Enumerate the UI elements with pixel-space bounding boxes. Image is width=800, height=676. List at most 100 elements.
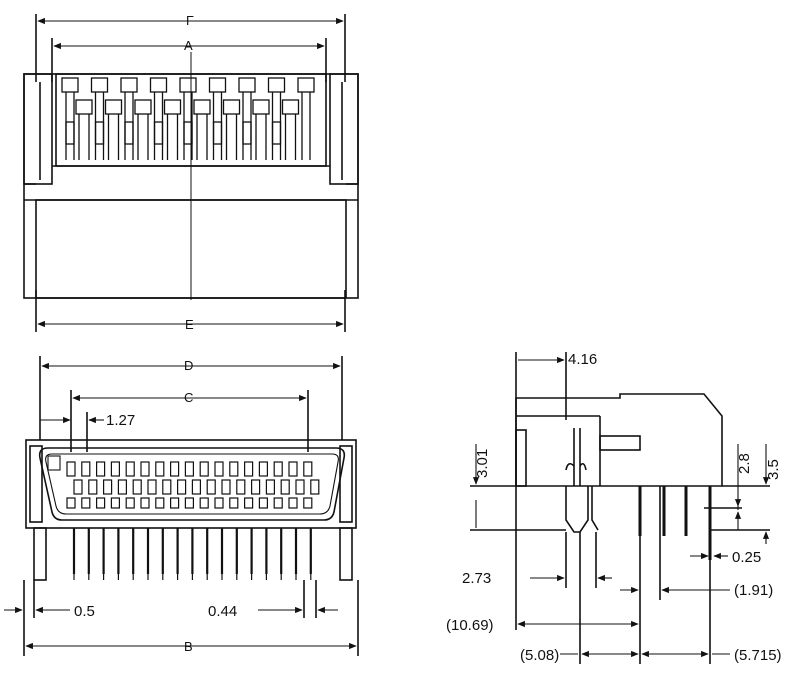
front-contact-upper <box>258 461 268 477</box>
top-contact-slot <box>271 121 282 145</box>
top-contact-slot <box>242 121 252 145</box>
front-contact-base <box>288 497 298 509</box>
side-view <box>470 352 770 664</box>
top-contact-head <box>149 77 168 93</box>
top-contact-leg <box>284 114 297 160</box>
front-contact-lower <box>132 479 142 495</box>
top-contact-leg <box>196 114 208 160</box>
label-e: E <box>185 317 194 332</box>
front-contact-upper <box>140 461 150 477</box>
top-contact-leg <box>137 114 149 160</box>
front-contact-upper <box>155 461 165 477</box>
front-contact-lower <box>310 479 320 495</box>
front-contact-upper <box>229 461 239 477</box>
label-b: B <box>184 639 193 654</box>
top-contact-leg <box>124 92 134 160</box>
top-contact-head <box>222 99 241 115</box>
top-contact-leg <box>94 92 105 160</box>
front-contact-upper <box>303 461 313 477</box>
dim-4-16: 4.16 <box>568 351 597 368</box>
top-contact-head <box>281 99 300 115</box>
top-contact-leg <box>301 92 311 160</box>
top-contact-leg <box>255 114 267 160</box>
front-contact-upper <box>199 461 209 477</box>
front-contact-lower <box>73 479 83 495</box>
front-contact-upper <box>214 461 224 477</box>
top-contact-leg <box>65 92 75 160</box>
top-contact-leg <box>212 92 223 160</box>
front-contact-lower <box>102 479 113 495</box>
front-contact-base <box>95 497 106 509</box>
front-contact-base <box>199 497 209 509</box>
dim-5-715: (5.715) <box>734 647 782 664</box>
dim-0-25: 0.25 <box>732 549 761 566</box>
top-contact-slot <box>65 121 75 145</box>
front-contact-lower <box>295 479 305 495</box>
dim-3-5: 3.5 <box>765 459 782 480</box>
dim-left-offset: 0.5 <box>74 603 95 620</box>
dim-10-69: (10.69) <box>446 617 494 634</box>
front-contact-upper <box>244 461 254 477</box>
front-contact-base <box>273 497 283 509</box>
front-contact-upper <box>110 461 121 477</box>
top-contact-head <box>179 77 197 93</box>
front-contact-upper <box>81 461 91 477</box>
front-contact-lower <box>251 479 261 495</box>
top-contact-leg <box>225 114 238 160</box>
front-contact-lower <box>162 479 172 495</box>
front-contact-base <box>125 497 135 509</box>
top-contacts <box>61 77 315 160</box>
front-contact-lower <box>280 479 290 495</box>
top-contact-head <box>120 77 138 93</box>
front-contact-base <box>244 497 254 509</box>
top-contact-head <box>163 99 182 115</box>
front-contact-lower <box>88 479 98 495</box>
front-contact-base <box>258 497 268 509</box>
top-contact-head <box>193 99 211 115</box>
front-contact-upper <box>288 461 298 477</box>
dim-right-offset: 0.44 <box>208 603 237 620</box>
front-contact-base <box>140 497 150 509</box>
front-contact-upper <box>170 461 180 477</box>
front-contact-upper <box>95 461 106 477</box>
label-d: D <box>184 358 193 373</box>
top-contact-leg <box>153 92 164 160</box>
top-contact-head <box>104 99 123 115</box>
front-contact-base <box>110 497 121 509</box>
dim-2-73: 2.73 <box>462 570 491 587</box>
front-contact-upper <box>125 461 135 477</box>
top-contact-head <box>238 77 256 93</box>
front-contacts <box>66 461 320 580</box>
top-contact-slot <box>183 121 193 145</box>
label-c: C <box>184 390 193 405</box>
front-contact-base <box>184 497 194 509</box>
top-contact-head <box>90 77 109 93</box>
front-contact-lower <box>206 479 216 495</box>
front-contact-base <box>229 497 239 509</box>
label-f: F <box>186 13 194 28</box>
front-contact-base <box>155 497 165 509</box>
front-contact-base <box>303 497 313 509</box>
front-contact-base <box>170 497 180 509</box>
top-contact-leg <box>271 92 282 160</box>
front-contact-base <box>66 497 76 509</box>
top-contact-slot <box>153 121 164 145</box>
front-contact-lower <box>117 479 128 495</box>
top-contact-head <box>134 99 152 115</box>
side-pins <box>638 486 712 560</box>
top-contact-leg <box>107 114 120 160</box>
top-contact-head <box>208 77 227 93</box>
top-contact-slot <box>94 121 105 145</box>
top-contact-slot <box>212 121 223 145</box>
dim-3-01: 3.01 <box>474 449 491 478</box>
top-contact-head <box>297 77 315 93</box>
front-contact-upper <box>66 461 76 477</box>
front-view <box>4 356 359 656</box>
dim-2-8: 2.8 <box>736 453 753 474</box>
front-contact-lower <box>236 479 246 495</box>
top-contact-head <box>252 99 270 115</box>
top-contact-head <box>267 77 286 93</box>
top-contact-leg <box>78 114 90 160</box>
front-contact-base <box>81 497 91 509</box>
